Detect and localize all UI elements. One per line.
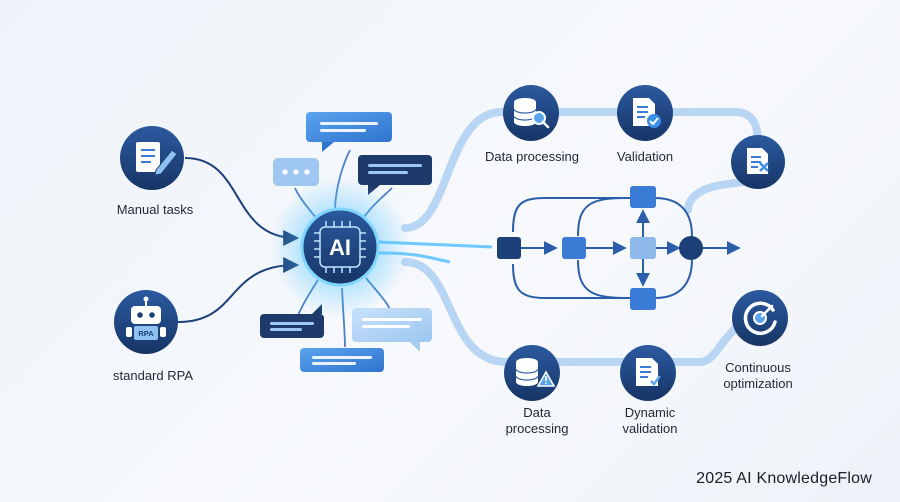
validation-top-node bbox=[617, 85, 673, 141]
database-search-icon bbox=[513, 98, 550, 129]
process-node-bottom bbox=[630, 288, 656, 310]
document-remove-node bbox=[731, 135, 785, 189]
process-node-top bbox=[630, 186, 656, 208]
manual-tasks-node bbox=[120, 126, 184, 190]
rpa-badge: RPA bbox=[138, 329, 154, 338]
watermark: 2025 AI KnowledgeFlow bbox=[696, 470, 872, 487]
ai-hub: AI bbox=[270, 177, 410, 317]
document-check-icon bbox=[633, 98, 661, 128]
process-nodes bbox=[497, 186, 703, 310]
continuous-optimization-label: Continuous optimization bbox=[723, 360, 793, 391]
manual-tasks-label: Manual tasks bbox=[116, 202, 194, 217]
chat-bubble-typing bbox=[273, 158, 319, 186]
dynamic-validation-node bbox=[620, 345, 676, 401]
process-node-2 bbox=[562, 237, 586, 259]
document-remove-icon bbox=[747, 148, 769, 174]
top-data-processing-label: Data processing bbox=[485, 149, 579, 164]
bottom-flow-path bbox=[401, 258, 764, 366]
top-validation-label: Validation bbox=[616, 149, 674, 164]
standard-rpa-node: RPA bbox=[114, 290, 178, 354]
chat-bubble-top bbox=[306, 112, 392, 152]
document-edit-icon bbox=[136, 142, 178, 176]
process-node-start bbox=[497, 237, 521, 259]
data-processing-top-node bbox=[503, 85, 559, 141]
data-processing-bottom-node bbox=[504, 345, 560, 401]
process-node-center bbox=[630, 237, 656, 259]
chip-icon bbox=[314, 221, 366, 273]
document-check-icon bbox=[636, 358, 661, 386]
gauge-icon bbox=[743, 301, 777, 335]
process-node-end bbox=[679, 236, 703, 260]
robot-icon: RPA bbox=[126, 296, 166, 340]
top-flow-path bbox=[401, 108, 763, 232]
standard-rpa-label: standard RPA bbox=[113, 368, 193, 383]
continuous-optimization-node bbox=[732, 290, 788, 346]
database-warning-icon bbox=[515, 358, 556, 387]
process-network bbox=[512, 197, 741, 299]
bottom-data-processing-label: Data processing bbox=[505, 405, 569, 436]
chat-bubble-light-right bbox=[352, 308, 432, 352]
chat-bubble-bottom bbox=[300, 348, 384, 372]
dynamic-validation-label: Dynamic validation bbox=[622, 405, 678, 436]
ai-label: AI bbox=[329, 235, 351, 260]
